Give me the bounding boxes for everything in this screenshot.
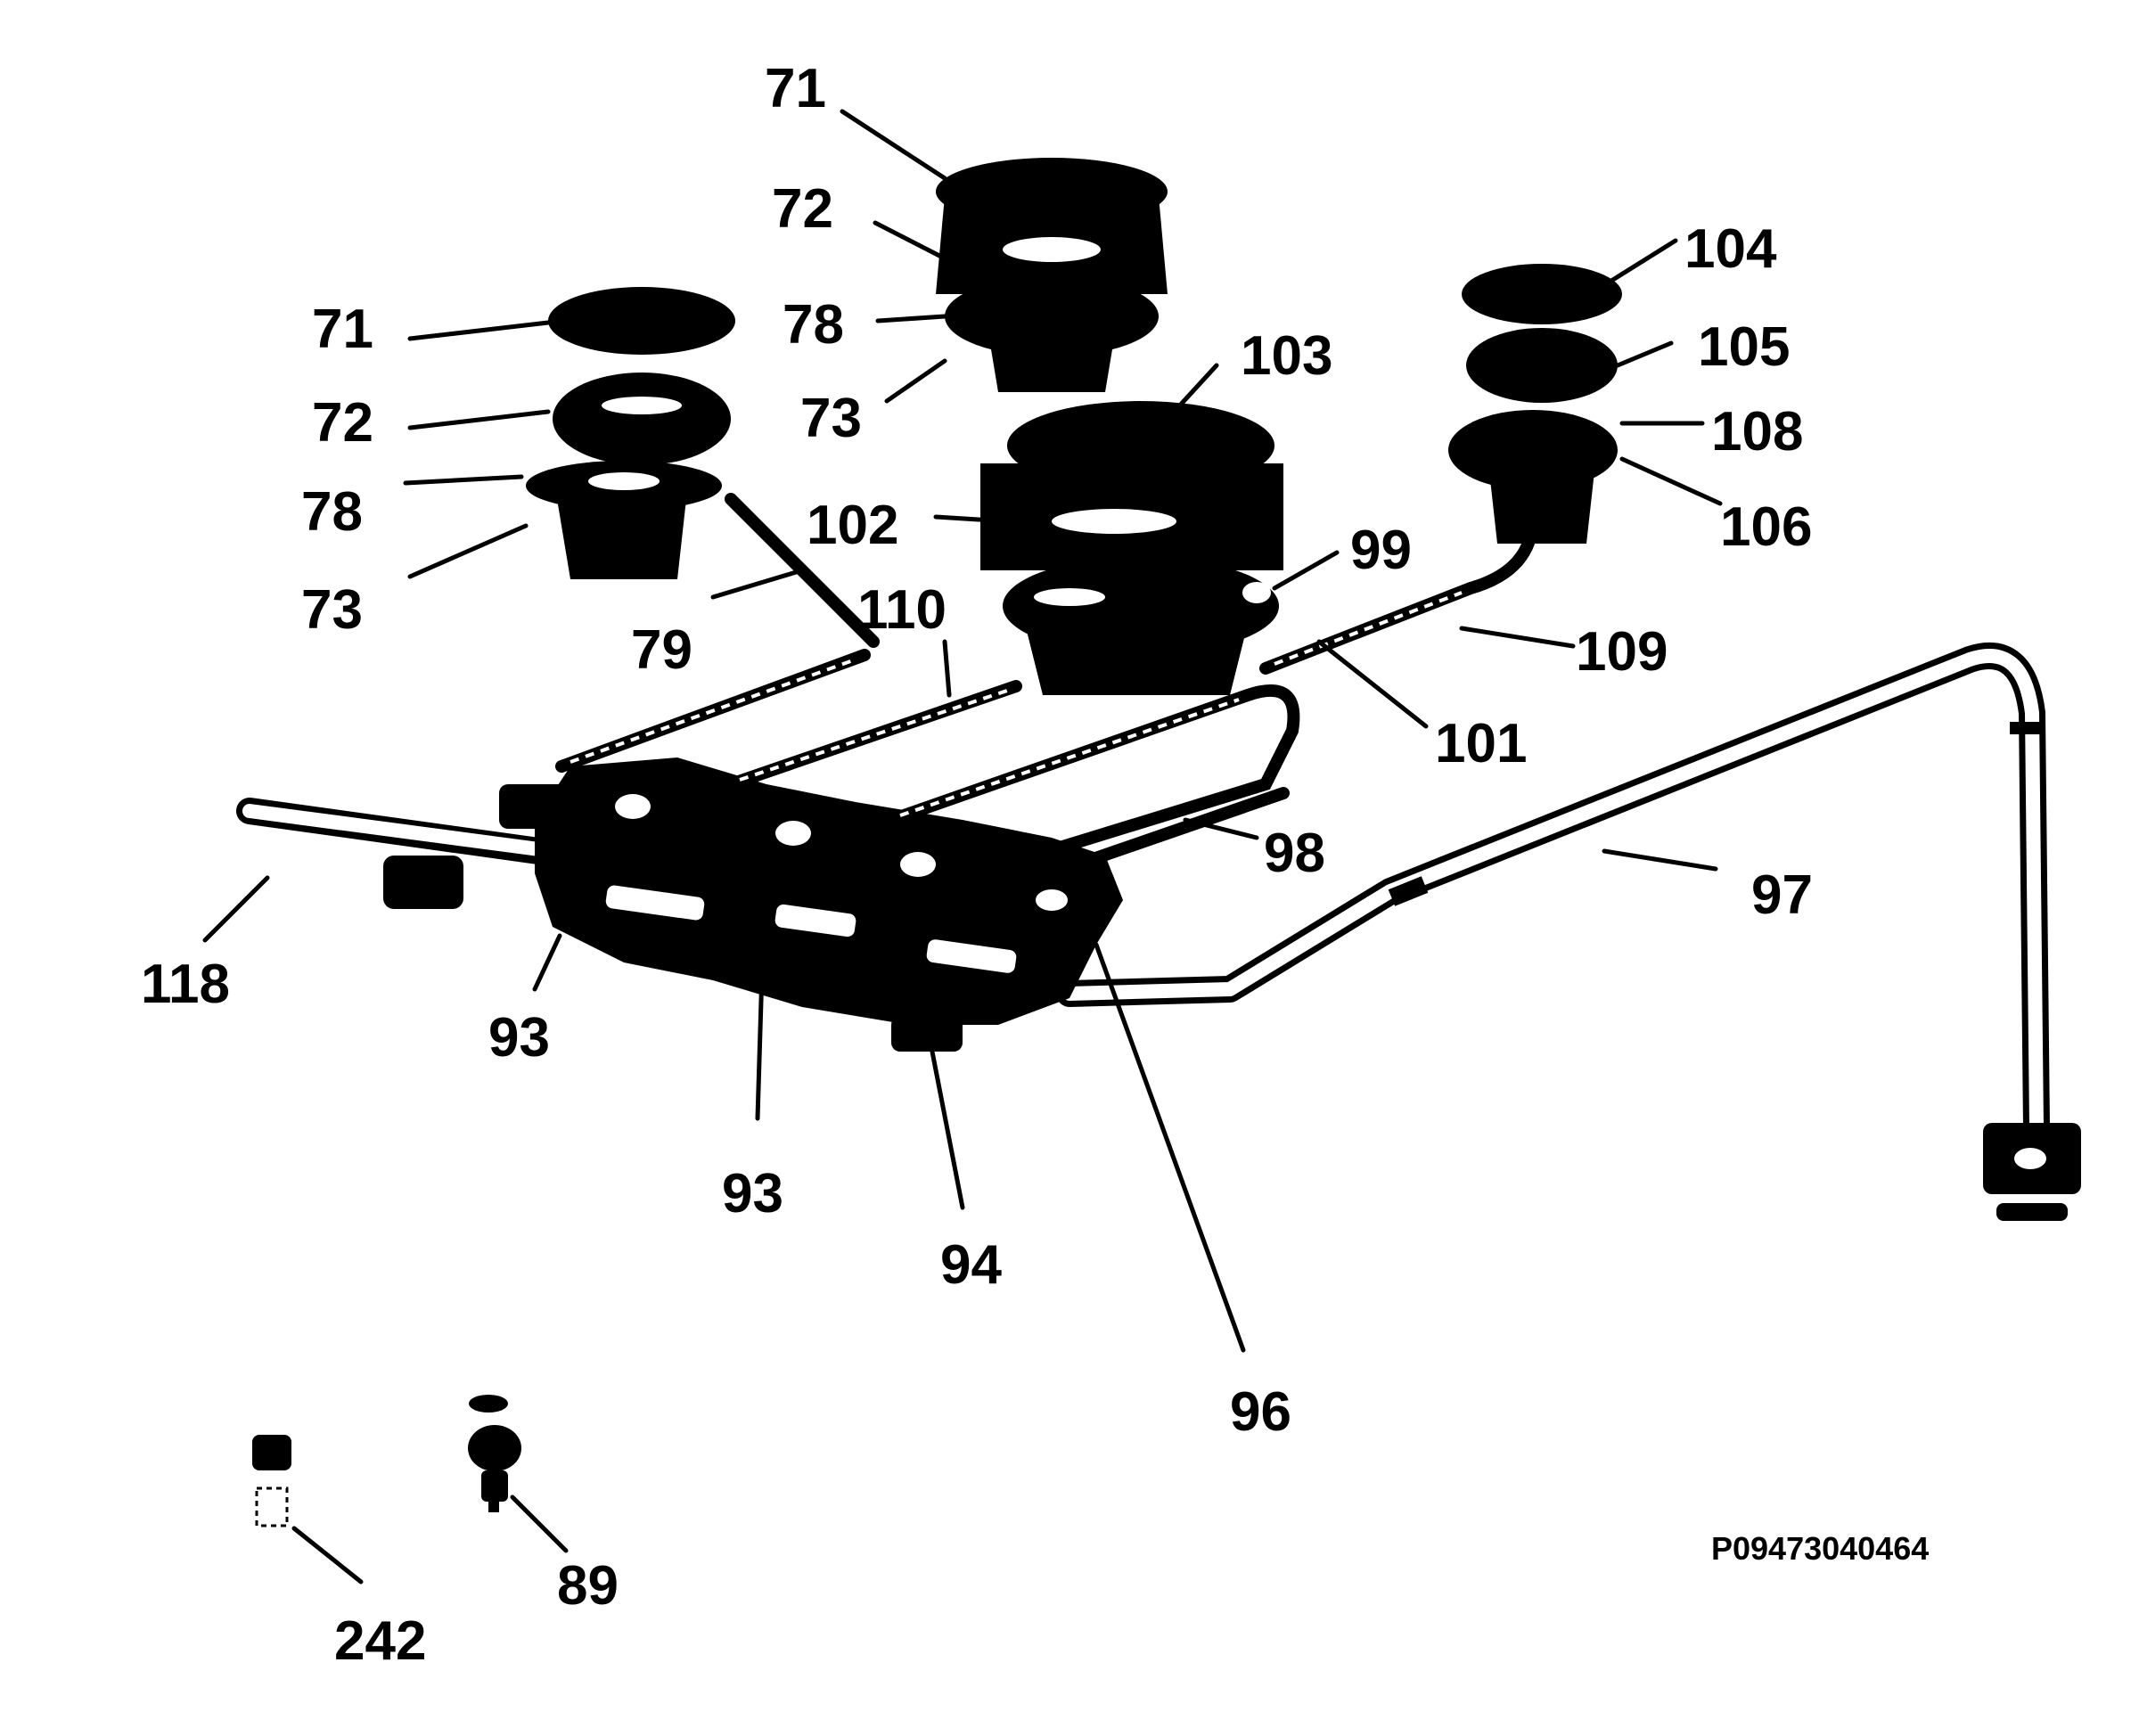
part-number-labels: 71 72 78 73 71 72 78 73 103 102 99 110 7… <box>141 58 1929 1672</box>
part-label-71-left: 71 <box>312 299 373 360</box>
part-label-89: 89 <box>557 1555 619 1617</box>
part-label-73-center: 73 <box>800 388 862 449</box>
part-label-118: 118 <box>141 954 230 1015</box>
right-burner <box>1448 264 1622 544</box>
part-label-96: 96 <box>1230 1381 1291 1443</box>
part-label-108: 108 <box>1711 401 1803 463</box>
part-label-98: 98 <box>1264 823 1325 884</box>
part-label-72-center: 72 <box>772 178 833 240</box>
part-label-106: 106 <box>1720 496 1812 558</box>
part-label-102: 102 <box>807 495 898 556</box>
part-label-109: 109 <box>1576 621 1668 683</box>
part-label-110: 110 <box>857 579 947 641</box>
part-label-79: 79 <box>631 619 693 681</box>
tube-end-fitting <box>1983 1123 2081 1221</box>
center-burner <box>936 158 1168 392</box>
drawing-reference-code: P09473040464 <box>1711 1530 1929 1567</box>
part-label-78-center: 78 <box>783 294 844 356</box>
part-label-104: 104 <box>1684 218 1777 280</box>
leader-lines <box>202 109 1723 1585</box>
part-label-97: 97 <box>1751 864 1813 926</box>
part-label-71-center: 71 <box>765 58 826 119</box>
part-label-103: 103 <box>1241 325 1332 387</box>
part-label-242: 242 <box>334 1610 426 1672</box>
part-label-105: 105 <box>1698 316 1790 378</box>
small-spare-part-242 <box>252 1435 291 1527</box>
gas-valve-manifold <box>535 757 1123 1052</box>
part-label-78-left: 78 <box>301 481 363 543</box>
part-label-72-left: 72 <box>312 392 373 454</box>
part-label-93-center: 93 <box>722 1163 783 1224</box>
part-label-73-left: 73 <box>301 579 363 641</box>
main-gas-tube <box>1056 643 2050 1141</box>
left-burner <box>526 287 735 579</box>
large-burner <box>980 401 1283 695</box>
small-spare-part-89 <box>468 1395 521 1512</box>
part-label-94: 94 <box>940 1234 1002 1296</box>
part-label-101: 101 <box>1435 713 1527 774</box>
part-label-99: 99 <box>1350 520 1412 581</box>
part-label-93-left: 93 <box>488 1007 550 1069</box>
